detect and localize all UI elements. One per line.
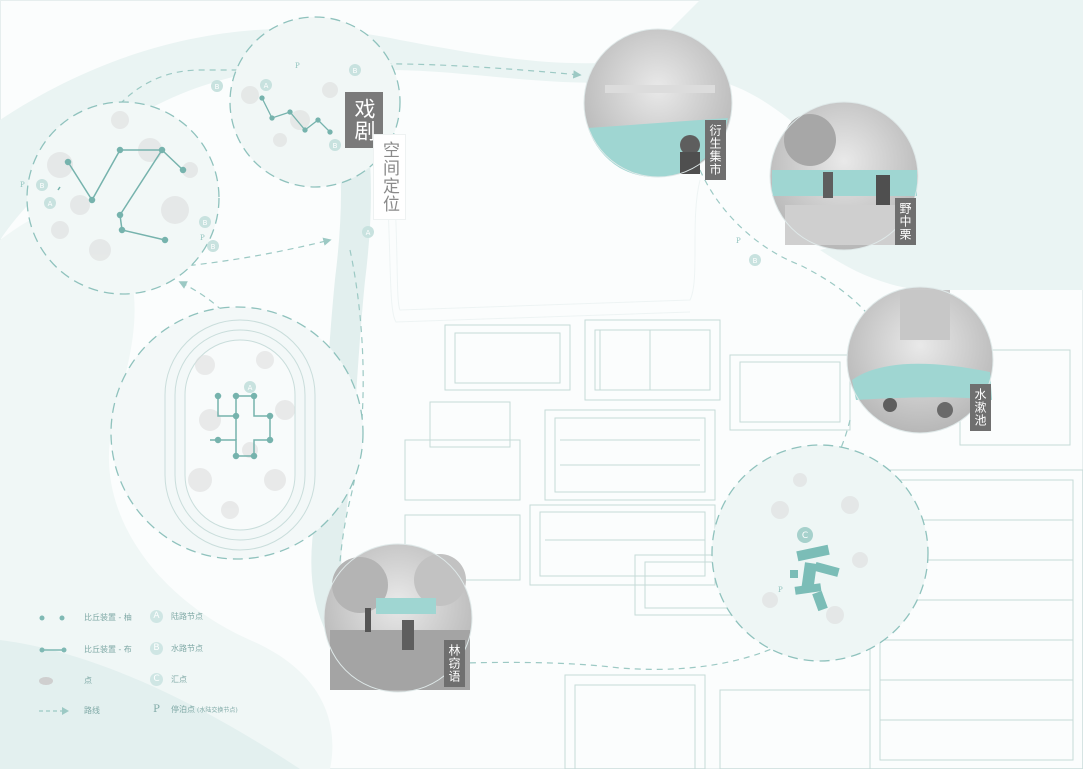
svg-text:P: P [778,586,783,594]
svg-text:A: A [248,384,253,392]
svg-text:B: B [211,243,216,251]
site-label-market: 衍生集市 [705,120,726,180]
svg-text:B: B [215,83,220,91]
site-label-forest: 林窃语 [444,640,465,687]
legend-item-route: 路线 [38,705,100,716]
legend-label: 比丘装置 - 布 [84,644,132,655]
legend-note: (水陆交换节点) [197,705,238,714]
dots-icon [38,613,70,623]
legend-node-parking: P 停泊点 (水陆交换节点) [150,704,238,715]
svg-text:B: B [40,182,45,190]
zone-circle-west [27,102,219,294]
legend-item-dot-line: 比丘装置 - 布 [38,644,132,655]
legend-label: 点 [84,675,92,686]
badge-c: C [150,673,163,686]
legend-item-dots: 比丘装置 - 柚 [38,612,132,623]
dash-arrow-icon [38,706,70,716]
legend-item-ellipse: 点 [38,675,92,686]
svg-text:A: A [264,82,269,90]
legend-node-water: B 水路节点 [150,642,203,655]
svg-text:B: B [333,142,338,150]
svg-text:P: P [200,234,205,242]
svg-text:P: P [295,62,300,70]
badge-b: B [150,642,163,655]
legend-label: 路线 [84,705,100,716]
svg-text:C: C [802,531,808,541]
legend-label: 比丘装置 - 柚 [84,612,132,623]
legend-label: 水路节点 [171,643,203,654]
legend-node-gather: C 汇点 [150,673,187,686]
dot-line-icon [38,645,70,655]
legend-label: 停泊点 [171,704,195,715]
site-label-pond: 水漱池 [970,384,991,431]
svg-text:B: B [753,257,758,265]
svg-text:B: B [203,219,208,227]
title-sub: 空间定位 [373,134,406,220]
legend-node-land: A 陆路节点 [150,610,203,623]
ellipse-icon [38,676,70,686]
svg-text:B: B [353,67,358,75]
svg-text:P: P [20,181,25,189]
legend-label: 陆路节点 [171,611,203,622]
svg-text:P: P [736,237,741,245]
legend-label: 汇点 [171,674,187,685]
svg-text:A: A [48,200,53,208]
svg-text:A: A [366,229,371,237]
badge-p: P [150,704,163,715]
site-label-chestnut: 野中栗 [895,198,916,245]
badge-a: A [150,610,163,623]
